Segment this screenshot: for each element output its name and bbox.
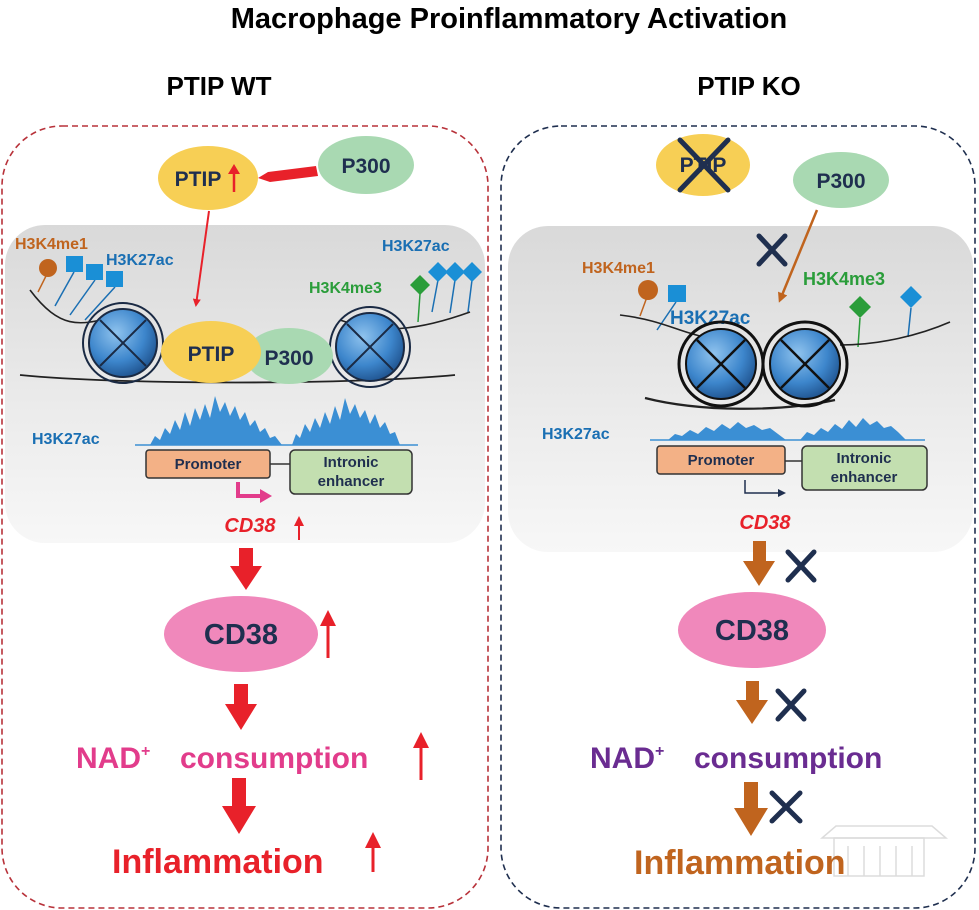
- wt-p300-top-ellipse: [318, 136, 414, 194]
- wt-transcription-arrow-icon: [236, 482, 272, 503]
- ko-cd38-gene-label: CD38: [739, 512, 791, 534]
- ko-down-arrow-1-icon: [743, 541, 775, 586]
- wt-h3k4me1-circle-icon: [39, 259, 57, 277]
- wt-cd38-gene-label: CD38: [224, 515, 276, 537]
- wt-inflammation-up-icon: [365, 832, 381, 872]
- wt-cd38-gene-up-icon: [294, 516, 304, 540]
- ko-ptip-deleted-cross-icon: [677, 137, 731, 193]
- ko-cd38-protein-label: CD38: [715, 615, 789, 647]
- wt-h3k27ac-right-label: H3K27ac: [382, 238, 450, 255]
- ko-h3k27ac-peak-promoter: [668, 422, 786, 440]
- ko-p300-top-ellipse: [793, 152, 889, 208]
- wt-h3k4me3-mark-icon: [410, 275, 430, 323]
- ko-p300-arrow-icon: [778, 209, 819, 303]
- wt-ptip-recruit-arrow-icon: [192, 210, 210, 307]
- ko-transcription-arrow-icon: [744, 480, 786, 497]
- wt-h3k27ac-peak-enhancer: [292, 398, 400, 445]
- wt-panel: PTIP P300 H3K4me1 H3K27ac H3K27ac H3K4me…: [1, 125, 489, 909]
- ko-blocked-cross-icon: [756, 233, 788, 267]
- wt-p300-top-label: P300: [341, 155, 390, 178]
- ko-nucleosome-right-icon: [761, 320, 849, 408]
- wt-cd38-protein-ellipse: [164, 596, 318, 672]
- ko-h3k27ac-track-label: H3K27ac: [542, 426, 610, 443]
- wt-dna-strand: [19, 374, 456, 384]
- ko-promoter-box: [656, 445, 786, 475]
- wt-h3k27ac-right-marks-icon: [428, 262, 482, 314]
- wt-h3k27ac-left-marks-icon: [54, 256, 123, 321]
- ko-panel: PTIP P300 H3K4me1 H3K27ac H3K4me3: [500, 125, 976, 909]
- wt-ptip-top-ellipse: [158, 146, 258, 210]
- wt-cd38-up-icon: [320, 610, 336, 658]
- ko-p300-top-label: P300: [816, 170, 865, 193]
- wt-consumption-label: consumption: [180, 742, 368, 775]
- ko-down-arrow-3-icon: [734, 782, 768, 836]
- wt-h3k27ac-peak-promoter: [150, 396, 282, 445]
- wt-promoter-label: Promoter: [175, 456, 242, 473]
- wt-down-arrow-1-icon: [230, 548, 262, 590]
- ko-inflammation-label: Inflammation: [634, 844, 846, 882]
- wt-ptip-complex-ellipse: [161, 321, 261, 383]
- wt-h3k4me3-label: H3K4me3: [309, 280, 382, 297]
- wt-inflammation-label: Inflammation: [112, 843, 324, 881]
- wt-enhancer-box: [289, 449, 413, 495]
- ko-h3k4me3-label: H3K4me3: [803, 269, 885, 289]
- ko-enhancer-line2: enhancer: [831, 469, 898, 486]
- wt-h3k4me1-label: H3K4me1: [15, 236, 88, 253]
- wt-p300-to-ptip-arrow-icon: [258, 166, 318, 182]
- ko-heading: PTIP KO: [697, 71, 801, 101]
- ko-enhancer-line1: Intronic: [837, 450, 892, 467]
- ko-h3k4me3-mark-icon: [849, 296, 871, 348]
- wt-h3k27ac-left-label: H3K27ac: [106, 252, 174, 269]
- wt-cd38-protein-label: CD38: [204, 619, 278, 651]
- ko-h3k4me1-label: H3K4me1: [582, 260, 655, 277]
- ko-cross-3-icon: [769, 790, 803, 824]
- ko-enhancer-box: [801, 445, 928, 491]
- ko-cd38-protein-ellipse: [678, 592, 826, 668]
- ko-down-arrow-2-icon: [736, 681, 768, 724]
- wt-nucleosome-left-icon: [82, 302, 164, 384]
- wt-heading: PTIP WT: [167, 71, 272, 101]
- wt-enhancer-line2: enhancer: [318, 473, 385, 490]
- wt-ptip-top-label: PTIP: [175, 168, 222, 191]
- wt-ptip-complex-label: PTIP: [188, 343, 235, 366]
- wt-p300-complex-ellipse: [245, 328, 333, 384]
- ko-nucleosome-left-icon: [677, 320, 765, 408]
- wt-enhancer-line1: Intronic: [324, 454, 379, 471]
- watermark-building-icon: [819, 825, 949, 877]
- wt-p300-complex-label: P300: [264, 347, 313, 370]
- diagram-title: Macrophage Proinflammatory Activation: [231, 3, 787, 35]
- ko-consumption-label: consumption: [694, 742, 882, 775]
- ko-cross-1-icon: [785, 549, 817, 583]
- wt-nucleosome-right-icon: [329, 306, 411, 388]
- ko-h3k4me1-circle-icon: [638, 280, 658, 300]
- wt-down-arrow-3-icon: [222, 778, 256, 834]
- wt-panel-border: [1, 125, 489, 909]
- ko-promoter-label: Promoter: [688, 452, 755, 469]
- wt-ptip-up-arrow-icon: [228, 164, 240, 192]
- ko-h3k27ac-mark-icon: [668, 285, 686, 302]
- wt-nad-up-icon: [413, 732, 429, 780]
- wt-h3k27ac-track-label: H3K27ac: [32, 431, 100, 448]
- ko-nad-label: NAD+: [590, 742, 664, 775]
- wt-down-arrow-2-icon: [225, 684, 257, 730]
- ko-h3k27ac-right-mark-icon: [900, 286, 922, 338]
- wt-nad-label: NAD+: [76, 742, 150, 775]
- ko-cross-2-icon: [775, 688, 807, 722]
- ko-h3k27ac-peak-enhancer: [800, 418, 906, 440]
- ko-panel-border: [500, 125, 976, 909]
